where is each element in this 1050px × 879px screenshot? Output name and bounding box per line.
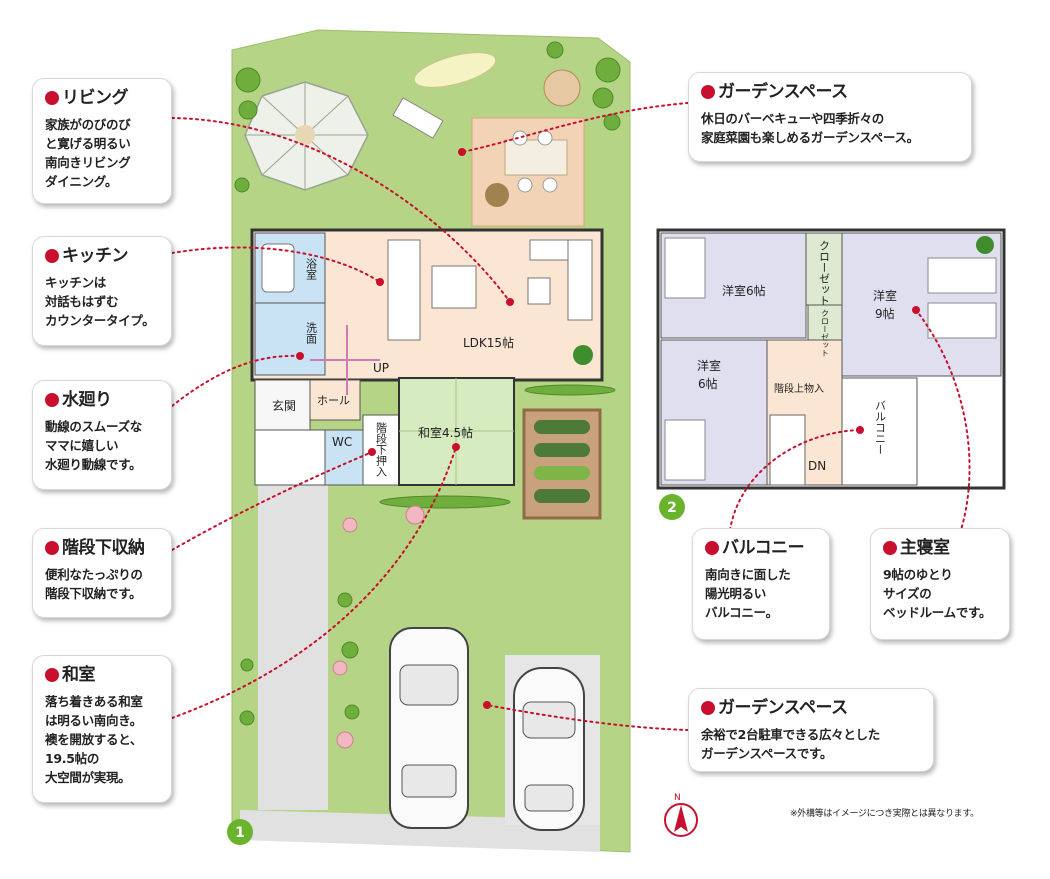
hall bbox=[309, 379, 361, 421]
compass-icon: N bbox=[664, 793, 698, 837]
closet-b-label: クローゼット bbox=[821, 309, 830, 357]
kitchen-counter bbox=[387, 239, 421, 341]
wc-label: WC bbox=[332, 435, 352, 449]
callout-master-body: 9帖のゆとり サイズの ベッドルームです。 bbox=[883, 567, 992, 620]
bullet-icon bbox=[883, 541, 897, 555]
callout-washitsu-body: 落ち着きある和室 は明るい南向き。 襖を開放すると、 19.5帖の 大空間が実現… bbox=[45, 694, 143, 785]
callout-garden-bottom-body: 余裕で2台駐車できる広々とした ガーデンスペースです。 bbox=[701, 727, 880, 761]
callout-kitchen-title: キッチン bbox=[62, 246, 129, 266]
callout-washitsu: 和室 落ち着きある和室 は明るい南向き。 襖を開放すると、 19.5帖の 大空間… bbox=[32, 655, 172, 803]
callout-balcony-body: 南向きに面した 陽光明るい バルコニー。 bbox=[705, 567, 791, 620]
callout-storage-body: 便利なたっぷりの 階段下収納です。 bbox=[45, 567, 143, 601]
callout-storage-title: 階段下収納 bbox=[62, 538, 145, 558]
callout-living-title: リビング bbox=[62, 88, 129, 108]
shrubs bbox=[234, 41, 621, 726]
bath-label: 浴室 bbox=[305, 258, 318, 280]
ldk-label: LDK15帖 bbox=[463, 335, 514, 350]
up-label: UP bbox=[373, 361, 389, 375]
pink-flowers bbox=[332, 505, 425, 749]
western2-name-label: 洋室 bbox=[697, 358, 721, 373]
callout-storage: 階段下収納 便利なたっぷりの 階段下収納です。 bbox=[32, 528, 172, 618]
svg-text:1: 1 bbox=[235, 825, 245, 841]
bullet-icon bbox=[45, 668, 59, 682]
bullet-icon bbox=[701, 85, 715, 99]
wc bbox=[324, 429, 364, 486]
bullet-icon bbox=[701, 701, 715, 715]
entrance-label: 玄関 bbox=[272, 398, 296, 413]
wash-label: 洗面 bbox=[305, 322, 318, 344]
callout-water: 水廻り 動線のスムーズな ママに嬉しい 水廻り動線です。 bbox=[32, 380, 172, 490]
bullet-icon bbox=[705, 541, 719, 555]
callout-living-body: 家族がのびのび と寛げる明るい 南向きリビング ダイニング。 bbox=[45, 117, 131, 189]
stepping-stone bbox=[413, 52, 497, 88]
master-name-label: 洋室 bbox=[873, 288, 897, 303]
callout-living: リビング 家族がのびのび と寛げる明るい 南向きリビング ダイニング。 bbox=[32, 78, 172, 204]
callout-kitchen-body: キッチンは 対話もはずむ カウンタータイプ。 bbox=[45, 275, 155, 328]
sun-lounger bbox=[392, 97, 444, 139]
basket bbox=[543, 69, 581, 107]
callout-water-body: 動線のスムーズな ママに嬉しい 水廻り動線です。 bbox=[45, 419, 142, 472]
stair-storage-label: 階段上物入 bbox=[774, 382, 824, 395]
svg-text:N: N bbox=[674, 793, 681, 803]
leader-lines bbox=[171, 102, 971, 731]
dn-label: DN bbox=[808, 459, 826, 473]
closet-a bbox=[805, 232, 843, 306]
closet-a-label: クローゼット bbox=[818, 240, 831, 306]
under-stairs-label: 階段下押入 bbox=[375, 421, 388, 477]
vegetable-garden bbox=[522, 408, 602, 520]
callout-garden-bottom: ガーデンスペース 余裕で2台駐車できる広々とした ガーデンスペースです。 bbox=[688, 688, 934, 772]
second-floor-plan bbox=[656, 228, 1006, 490]
balcony-label: バルコニー bbox=[874, 400, 887, 455]
callout-garden-top-body: 休日のバーベキューや四季折々の 家庭菜園も楽しめるガーデンスペース。 bbox=[701, 111, 919, 145]
footnote: ※外構等はイメージにつき実際とは異なります。 bbox=[790, 809, 979, 819]
svg-text:2: 2 bbox=[667, 500, 677, 516]
entrance-tiles bbox=[254, 429, 326, 486]
callout-master: 主寝室 9帖のゆとり サイズの ベッドルームです。 bbox=[870, 528, 1010, 640]
callout-balcony: バルコニー 南向きに面した 陽光明るい バルコニー。 bbox=[692, 528, 830, 640]
hall-label: ホール bbox=[317, 394, 350, 407]
callout-master-title: 主寝室 bbox=[900, 538, 950, 558]
callout-balcony-title: バルコニー bbox=[722, 538, 805, 558]
bullet-icon bbox=[45, 541, 59, 555]
callout-garden-top-title: ガーデンスペース bbox=[718, 82, 848, 102]
callout-garden-bottom-title: ガーデンスペース bbox=[718, 698, 848, 718]
floor-badge-1: 1 bbox=[227, 819, 253, 845]
master-size-label: 9帖 bbox=[875, 306, 895, 321]
callout-kitchen: キッチン キッチンは 対話もはずむ カウンタータイプ。 bbox=[32, 236, 172, 346]
first-floor-plan bbox=[250, 228, 604, 486]
western2-size-label: 6帖 bbox=[698, 376, 718, 391]
washitsu-label: 和室4.5帖 bbox=[418, 425, 473, 440]
bullet-icon bbox=[45, 249, 59, 263]
callout-washitsu-title: 和室 bbox=[62, 665, 96, 685]
bullet-icon bbox=[45, 393, 59, 407]
western1-label: 洋室6帖 bbox=[722, 283, 766, 298]
dining-table bbox=[431, 265, 477, 309]
callout-garden-top: ガーデンスペース 休日のバーベキューや四季折々の 家庭菜園も楽しめるガーデンスペ… bbox=[688, 72, 972, 162]
driveway bbox=[258, 480, 328, 810]
callout-water-title: 水廻り bbox=[62, 390, 112, 410]
floor-badge-2: 2 bbox=[659, 494, 685, 520]
wash-room bbox=[254, 302, 326, 376]
bullet-icon bbox=[45, 91, 59, 105]
car-left bbox=[389, 627, 469, 829]
car-right bbox=[513, 667, 585, 831]
leader-dots bbox=[296, 148, 920, 709]
balcony-2f bbox=[841, 377, 918, 486]
